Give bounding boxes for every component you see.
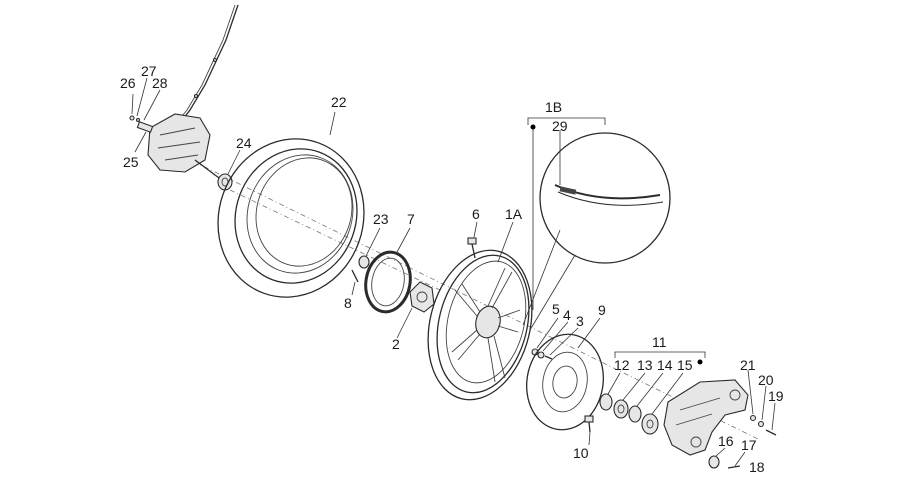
wheel-rim	[427, 249, 533, 401]
callout-circle-icon	[522, 132, 671, 331]
hub-flange	[409, 281, 435, 313]
label-17: 17	[741, 437, 757, 453]
speedometer-drive-unit	[129, 113, 223, 181]
label-10: 10	[573, 445, 589, 461]
label-23: 23	[373, 211, 389, 227]
label-13: 13	[637, 357, 653, 373]
label-6: 6	[472, 206, 480, 222]
label-28: 28	[152, 75, 168, 91]
label-5: 5	[552, 301, 560, 317]
brake-disc	[526, 333, 604, 431]
label-18: 18	[749, 459, 765, 475]
label-3: 3	[576, 313, 584, 329]
label-1B: 1B	[545, 99, 562, 115]
label-25: 25	[123, 154, 139, 170]
abs-tone-ring	[364, 250, 412, 314]
label-11: 11	[652, 334, 667, 350]
label-22: 22	[331, 94, 347, 110]
label-8: 8	[344, 295, 352, 311]
label-14: 14	[657, 357, 673, 373]
bearing-23	[358, 255, 370, 269]
label-21: 21	[740, 357, 756, 373]
label-24: 24	[236, 135, 252, 151]
leader-lines	[131, 77, 776, 467]
bearing-set-12-15	[599, 393, 659, 435]
pin-8	[351, 269, 359, 283]
dot-marker-icon	[697, 359, 703, 365]
label-16: 16	[718, 433, 734, 449]
bolt-6	[467, 237, 477, 259]
caliper-bracket	[663, 379, 749, 456]
label-7: 7	[407, 211, 415, 227]
group-bracket-1B	[527, 117, 606, 310]
tyre	[217, 138, 365, 298]
label-15: 15	[677, 357, 693, 373]
label-29: 29	[552, 118, 568, 134]
bolt-10	[584, 415, 594, 433]
speedometer-cable	[172, 4, 239, 129]
fasteners-16-21	[708, 414, 777, 469]
part-labels: 22 24 26 27 28 25 23 7 8 2 6 1A 1B 29 5 …	[120, 63, 784, 475]
label-12: 12	[614, 357, 630, 373]
label-27: 27	[141, 63, 157, 79]
label-20: 20	[758, 372, 774, 388]
group-bracket-11	[614, 351, 706, 365]
dot-marker-icon	[530, 124, 536, 130]
label-2: 2	[392, 336, 400, 352]
label-26: 26	[120, 75, 136, 91]
label-1A: 1A	[505, 206, 523, 222]
label-4: 4	[563, 307, 571, 323]
label-9: 9	[598, 302, 606, 318]
label-19: 19	[768, 388, 784, 404]
